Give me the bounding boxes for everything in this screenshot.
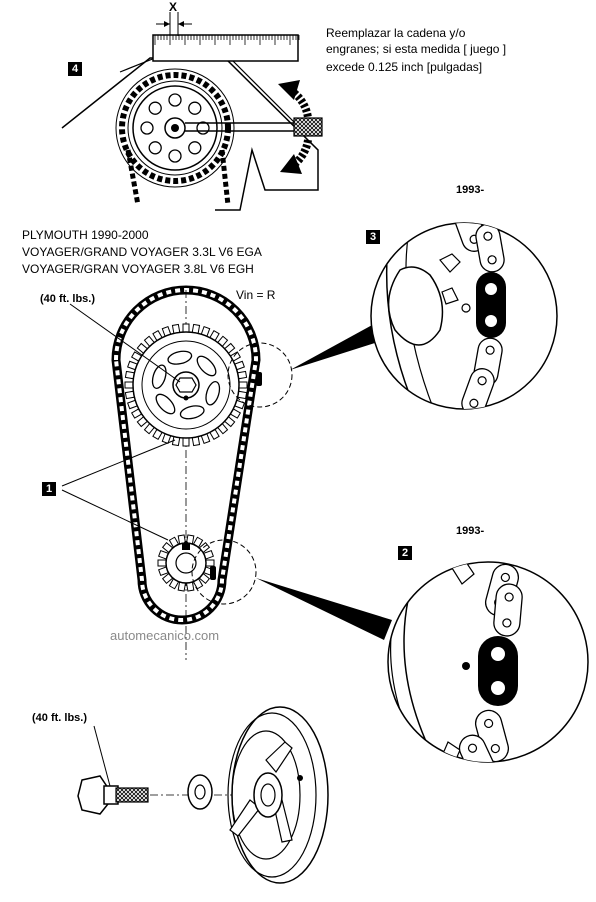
note-line-1: Reemplazar la cadena y/o xyxy=(326,26,466,40)
vehicle-line-3: VOYAGER/GRAN VOYAGER 3.8L V6 EGH xyxy=(22,262,254,276)
detail-circle-bottom xyxy=(191,539,257,605)
vehicle-line-1: PLYMOUTH 1990-2000 xyxy=(22,228,149,242)
timing-chain-assembly xyxy=(61,285,293,660)
measuring-ruler xyxy=(152,34,299,62)
vin-label: Vin = R xyxy=(236,288,276,302)
torque-label-top: (40 ft. lbs.) xyxy=(40,293,96,305)
vibration-damper xyxy=(227,706,329,884)
bolt-washer-damper xyxy=(77,706,329,884)
note-line-3: excede 0.125 inch [pulgadas] xyxy=(326,60,483,74)
note-line-2: engranes; si esta medida [ juego ] xyxy=(326,42,507,56)
detail-view-top xyxy=(370,222,558,410)
vehicle-line-2: VOYAGER/GRAND VOYAGER 3.3L V6 EGA xyxy=(22,245,262,259)
crank-bolt xyxy=(77,775,149,815)
measurement-view xyxy=(61,12,323,211)
watermark: automecanico.com xyxy=(110,628,220,643)
measure-label-x: X xyxy=(169,0,178,14)
callout-3: 3 xyxy=(366,230,380,244)
wrench-handle xyxy=(293,117,323,137)
year-label-top: 1993- xyxy=(456,184,485,196)
callout-2: 2 xyxy=(398,546,412,560)
year-label-bottom: 1993- xyxy=(456,525,485,537)
torque-label-bottom: (40 ft. lbs.) xyxy=(32,712,88,724)
callout-4: 4 xyxy=(68,62,82,76)
detail-circle-top xyxy=(227,342,293,408)
chain-ring-top xyxy=(119,72,231,184)
callout-1: 1 xyxy=(42,482,56,496)
crankshaft-sprocket xyxy=(157,534,215,592)
detail-view-bottom xyxy=(387,561,589,763)
camshaft-sprocket xyxy=(124,323,248,447)
rotation-arrows-icon xyxy=(278,80,312,174)
